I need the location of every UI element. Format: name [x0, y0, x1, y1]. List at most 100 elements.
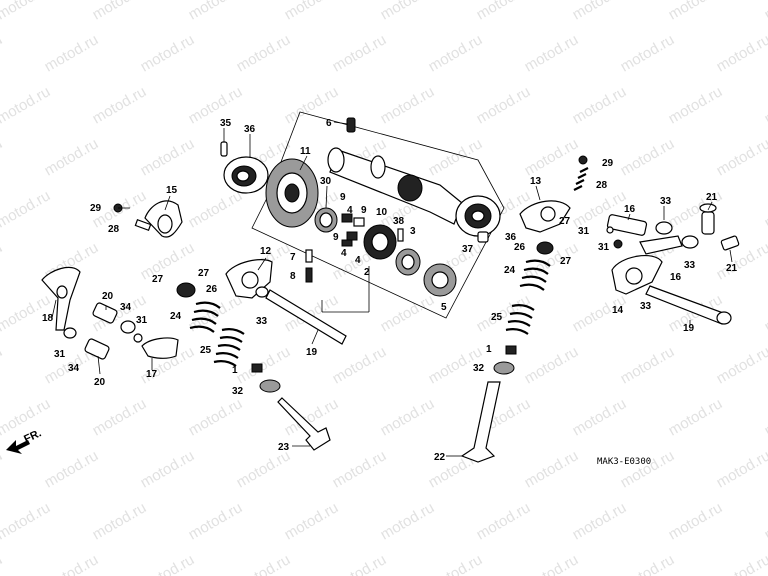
watermark-text: motod.ru [42, 135, 102, 179]
watermark-text: motod.ru [138, 239, 198, 283]
watermark-text: motod.ru [90, 0, 150, 23]
watermark-text: motod.ru [186, 83, 246, 127]
callout-37: 37 [462, 244, 474, 255]
watermark-text: motod.ru [138, 135, 198, 179]
callout-17: 17 [146, 369, 158, 380]
callout-10: 10 [376, 207, 388, 218]
watermark-text: motod.ru [522, 343, 582, 387]
front-direction-label: FR. [22, 427, 43, 445]
watermark-text: motod.ru [378, 499, 438, 543]
watermark-text: motod.ru [474, 83, 534, 127]
front-direction-arrow [6, 440, 30, 454]
callout-11: 11 [300, 146, 311, 157]
callout-25: 25 [200, 345, 212, 356]
callout-34: 34 [120, 302, 132, 313]
callout-34: 34 [68, 363, 80, 374]
callout-18: 18 [42, 313, 54, 324]
callout-24: 24 [504, 265, 516, 276]
watermark-text: motod.ru [138, 551, 198, 576]
callout-19: 19 [683, 323, 695, 334]
callout-35: 35 [220, 118, 232, 129]
callout-1: 1 [232, 365, 238, 376]
callout-9: 9 [340, 192, 346, 203]
watermark-text: motod.ru [762, 83, 768, 127]
callout-38: 38 [393, 216, 405, 227]
left-valve-train-drawing [41, 200, 347, 451]
watermark-text: motod.ru [378, 291, 438, 335]
watermark-text: motod.ru [0, 83, 53, 127]
watermark-text: motod.ru [0, 187, 53, 231]
callout-36: 36 [244, 124, 256, 135]
watermark-text: motod.ru [330, 551, 390, 576]
watermark-text: motod.ru [762, 0, 768, 23]
callout-4: 4 [355, 255, 361, 266]
watermark-text: motod.ru [330, 31, 390, 75]
watermark-text: motod.ru [618, 551, 678, 576]
watermark-text: motod.ru [714, 135, 768, 179]
watermark-text: motod.ru [714, 31, 768, 75]
watermark-text: motod.ru [186, 499, 246, 543]
watermark-text: motod.ru [0, 551, 5, 576]
watermark-text: motod.ru [42, 31, 102, 75]
callout-4: 4 [341, 248, 347, 259]
callout-26: 26 [514, 242, 526, 253]
callout-26: 26 [206, 284, 218, 295]
callout-8: 8 [290, 271, 296, 282]
right-valve-train-drawing [460, 155, 740, 463]
callout-33: 33 [660, 196, 672, 207]
callout-30: 30 [320, 176, 332, 187]
watermark-text: motod.ru [234, 551, 294, 576]
callout-13: 13 [530, 176, 542, 187]
callout-27: 27 [198, 268, 210, 279]
callout-33: 33 [256, 316, 268, 327]
callout-7: 7 [290, 252, 296, 263]
callout-2: 2 [364, 267, 370, 278]
watermark-text: motod.ru [378, 395, 438, 439]
callout-16: 16 [624, 204, 636, 215]
watermark-text: motod.ru [186, 0, 246, 23]
watermark-text: motod.ru [234, 31, 294, 75]
watermark-text: motod.ru [522, 447, 582, 491]
callout-15: 15 [166, 185, 178, 196]
watermark-text: motod.ru [618, 447, 678, 491]
callout-4: 4 [347, 205, 353, 216]
callout-33: 33 [640, 301, 652, 312]
watermark-text: motod.ru [618, 31, 678, 75]
callout-31: 31 [598, 242, 610, 253]
watermark-text: motod.ru [186, 395, 246, 439]
watermark-text: motod.ru [186, 187, 246, 231]
watermark-text: motod.ru [330, 343, 390, 387]
watermark-text: motod.ru [762, 291, 768, 335]
watermark-text: motod.ru [714, 447, 768, 491]
callout-33: 33 [684, 260, 696, 271]
callout-31: 31 [578, 226, 590, 237]
leader-lines [51, 121, 733, 457]
watermark-text: motod.ru [474, 499, 534, 543]
watermark-text: motod.ru [762, 395, 768, 439]
callout-20: 20 [94, 377, 106, 388]
watermark-text: motod.ru [330, 447, 390, 491]
callout-27: 27 [560, 256, 572, 267]
watermark-text: motod.ru [570, 395, 630, 439]
watermark-text: motod.ru [522, 551, 582, 576]
callout-5: 5 [441, 302, 447, 313]
callout-23: 23 [278, 442, 290, 453]
camshaft-drawing [220, 117, 501, 297]
watermark-text: motod.ru [282, 0, 342, 23]
callout-29: 29 [602, 158, 614, 169]
callout-25: 25 [491, 312, 503, 323]
watermark-text: motod.ru [666, 83, 726, 127]
watermark-text: motod.ru [0, 499, 53, 543]
callout-3: 3 [410, 226, 416, 237]
callout-24: 24 [170, 311, 182, 322]
watermark-text: motod.ru [714, 343, 768, 387]
watermark-text: motod.ru [90, 395, 150, 439]
diagram-code: MAK3-E0300 [597, 457, 651, 467]
watermark-text: motod.ru [714, 239, 768, 283]
callout-1: 1 [486, 344, 492, 355]
callout-6: 6 [326, 118, 332, 129]
callout-31: 31 [54, 349, 66, 360]
watermark-text: motod.ru [426, 551, 486, 576]
watermark-text: motod.ru [666, 499, 726, 543]
callout-28: 28 [596, 180, 608, 191]
